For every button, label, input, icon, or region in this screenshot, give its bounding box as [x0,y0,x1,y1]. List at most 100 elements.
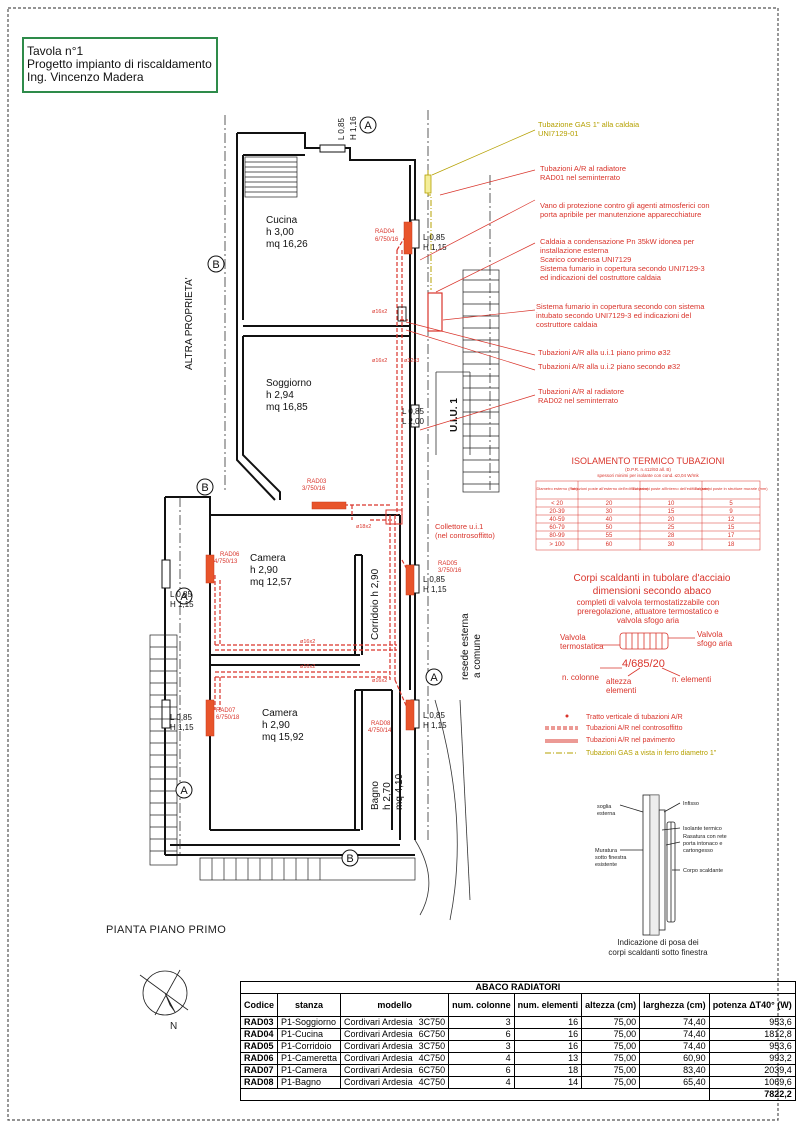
cell-modello: Cordivari Ardesia [340,1016,416,1029]
north-arrow [139,969,189,1016]
cell-elementi: 14 [513,1076,583,1089]
lvl-cucina-h: H 1,15 [423,243,447,252]
lvl-sogg-h: L 2,00 [402,417,424,426]
room-h-camera2: h 2,90 [262,720,290,731]
svg-text:sotto finestra: sotto finestra [595,855,627,861]
svg-text:elementi: elementi [606,686,636,695]
svg-text:Corpo scaldante: Corpo scaldante [683,868,723,874]
cell-elementi: 13 [513,1052,583,1065]
svg-text:porta apribile per manutenzion: porta apribile per manutenzione apparecc… [540,210,701,219]
cell-codice: RAD07 [239,1064,279,1077]
isolamento-title: ISOLAMENTO TERMICO TUBAZIONI [571,456,724,466]
abaco-radiatori-table: ABACO RADIATORI Codice stanza modello nu… [239,981,796,1101]
rad08-shape [405,699,415,731]
lvl-corr-l: L 0,85 [423,575,445,584]
gas-note: Tubazione GAS 1" alla caldaia UNI7129-01 [538,120,640,138]
cell-colonne: 4 [448,1052,515,1065]
svg-text:esistente: esistente [595,862,617,868]
cell-stanza: P1-Cucina [277,1028,342,1041]
cell-potenza: 1069,6 [708,1076,796,1089]
svg-text:sfogo aria: sfogo aria [697,639,733,648]
cell-elementi: 16 [513,1028,583,1041]
svg-text:Valvola: Valvola [697,630,723,639]
cell-elementi: 16 [513,1016,583,1029]
svg-text:Tubazioni A/R alla u.i.1 piano: Tubazioni A/R alla u.i.1 piano primo ø32 [538,348,671,357]
rad07-code: RAD07 [216,708,236,714]
svg-text:Tubazioni A/R nel pavimento: Tubazioni A/R nel pavimento [586,737,675,744]
svg-text:esterna: esterna [597,811,616,817]
rad07-shape [205,699,215,737]
cell-codice: RAD05 [239,1040,279,1053]
col-colonne: num. colonne [448,993,515,1017]
lvl-cam2-l: L 0,85 [170,713,192,722]
room-mq-cucina: mq 16,26 [266,239,308,250]
title-block: Tavola n°1 Progetto impianto di riscalda… [22,37,218,93]
lvl-top-l: L 0,85 [337,118,346,140]
rad05-shape [405,564,415,596]
svg-text:25: 25 [668,525,675,531]
svg-text:40-59: 40-59 [549,517,565,523]
cell-tipo: 3C750 [415,1016,450,1029]
svg-text:Rasatura con rete: Rasatura con rete [683,834,727,840]
svg-text:Tubazioni A/R nel controsoffit: Tubazioni A/R nel controsoffitto [586,725,683,732]
iso-h1: Tubazioni poste all'esterno dell'edifici… [570,486,649,491]
cell-potenza: 993,2 [708,1052,796,1065]
room-mq-camera2: mq 15,92 [262,732,304,743]
corpi-title1: Corpi scaldanti in tubolare d'acciaio [574,573,731,584]
rad04-shape [403,221,413,255]
window-levels: L 0,85 H 1,16 L 0,85 H 1,15 L 0,85 L 2,0… [170,116,447,732]
cell-altezza: 75,00 [581,1076,641,1089]
lvl-cam2-h: H 1,15 [170,723,194,732]
svg-text:40: 40 [606,517,613,523]
label-resede-2: a comune [472,634,483,678]
cell-colonne: 3 [448,1016,515,1029]
walls [164,132,416,856]
col-altezza: altezza (cm) [581,993,641,1017]
col-modello: modello [340,993,450,1017]
isolamento-sub1: (D.P.R. n.412/93 all. B) [625,467,671,472]
svg-text:> 100: > 100 [549,542,565,548]
svg-text:n. elementi: n. elementi [672,675,711,684]
cell-colonne: 3 [448,1040,515,1053]
legend: Tratto verticale di tubazioni A/R Tubazi… [545,714,717,757]
gas-leader [431,129,536,176]
cell-colonne: 6 [448,1028,515,1041]
cell-modello: Cordivari Ardesia [340,1076,416,1089]
cell-elementi: 18 [513,1064,583,1077]
cell-tipo: 6C750 [415,1028,450,1041]
room-name-camera1: Camera [250,553,286,564]
room-h-soggiorno: h 2,94 [266,390,294,401]
svg-text:(nel controsoffitto): (nel controsoffitto) [435,531,495,540]
north-label: N [170,1021,177,1032]
col-stanza: stanza [277,993,342,1017]
cell-stanza: P1-Soggiorno [277,1016,342,1029]
cell-larghezza: 65,40 [639,1076,710,1089]
svg-text:Indicazione di posa dei: Indicazione di posa dei [617,938,699,947]
svg-text:9: 9 [729,509,733,515]
cell-altezza: 75,00 [581,1052,641,1065]
corpi-section: Corpi scaldanti in tubolare d'acciaio di… [560,573,733,695]
rad03-spec: 3/750/16 [302,486,326,492]
room-mq-soggiorno: mq 16,85 [266,402,308,413]
label-bagno-h: h 2,70 [382,782,393,810]
label-resede: resede esterna [460,613,471,680]
cell-colonne: 4 [448,1076,515,1089]
cell-potenza: 953,6 [708,1016,796,1029]
section-b-bottom: B [346,853,353,865]
cell-modello: Cordivari Ardesia [340,1052,416,1065]
cell-codice: RAD03 [239,1016,279,1029]
pipe-label-4: ø18x2 [356,524,371,530]
iso-h0: Diametro esterno (mm) [536,486,578,491]
svg-text:60-79: 60-79 [549,525,565,531]
lvl-bagno-l: L 0,85 [423,711,445,720]
cell-larghezza: 83,40 [639,1064,710,1077]
abaco-total-spacer [240,1088,710,1101]
pipe-label-7: ø16x2 [372,678,387,684]
svg-text:Scarico condensa UNI7129: Scarico condensa UNI7129 [540,255,631,264]
svg-text:corpi scaldanti sotto finestra: corpi scaldanti sotto finestra [608,948,708,957]
